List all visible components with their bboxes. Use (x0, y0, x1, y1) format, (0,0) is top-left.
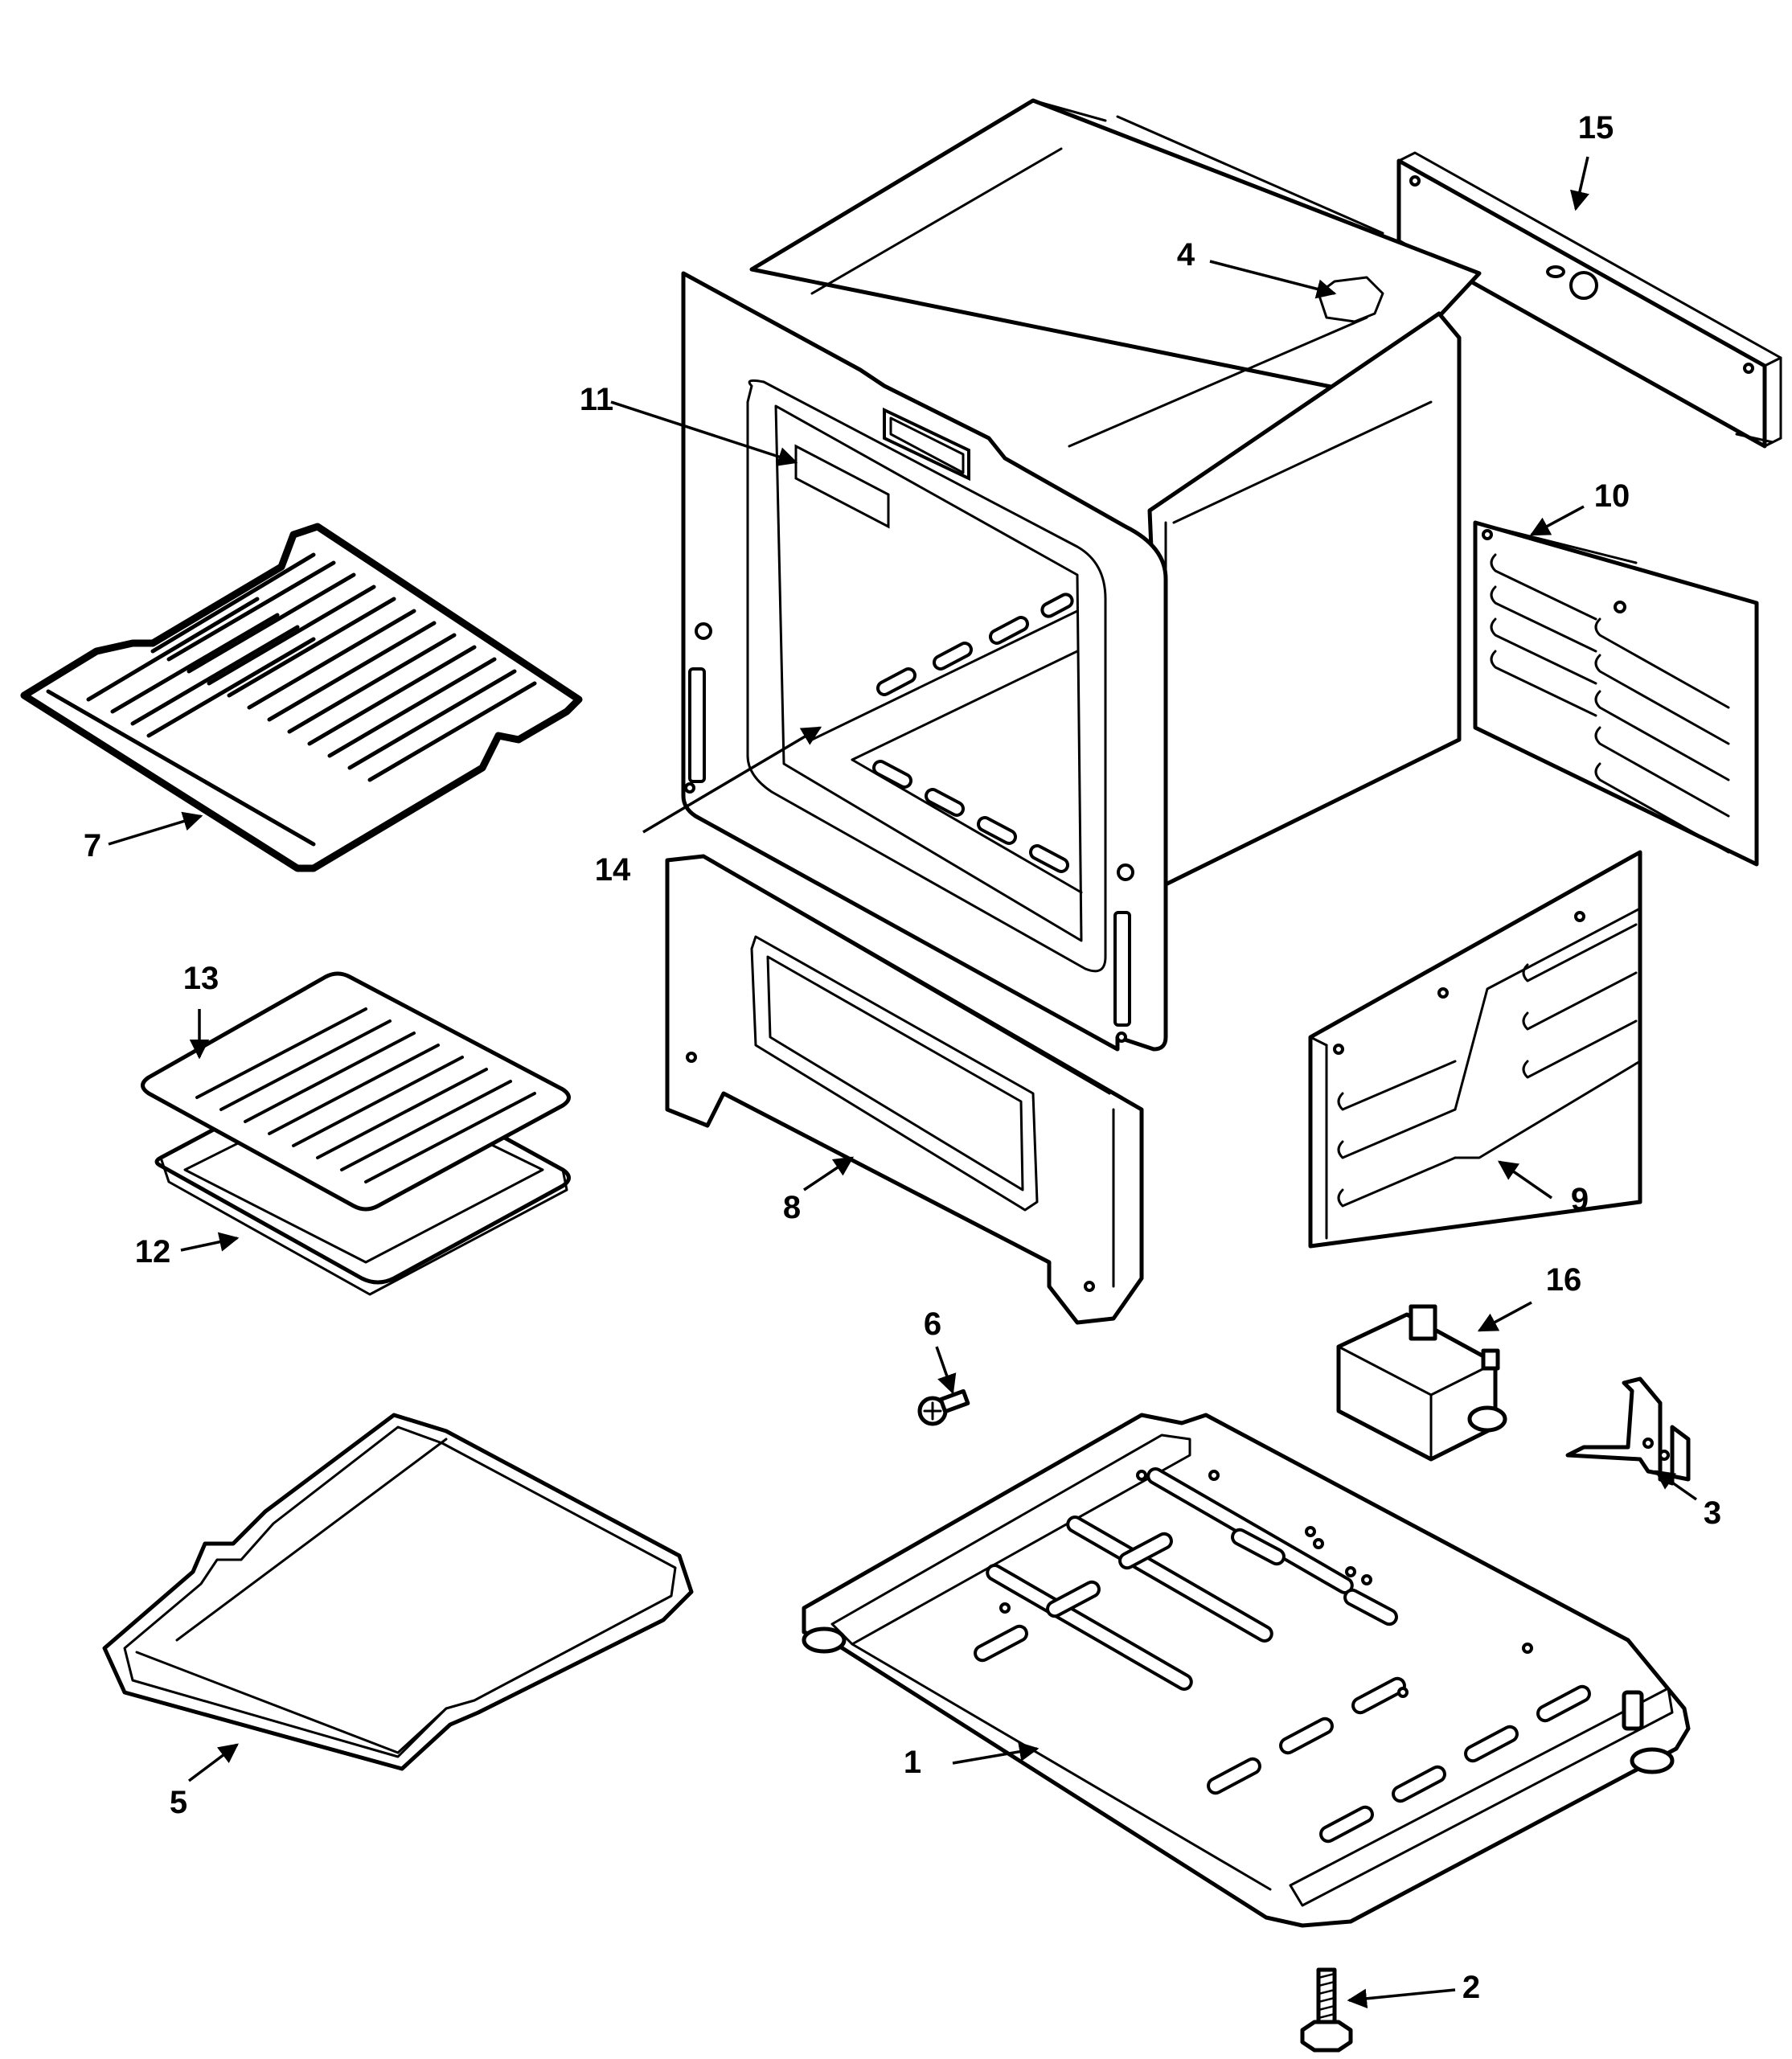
callout-4: 4 (1177, 237, 1195, 273)
callout-6: 6 (924, 1306, 941, 1342)
part-lower-front-panel (665, 854, 1144, 1325)
leader-lines (108, 156, 1698, 2009)
part-back-panel (1396, 151, 1782, 449)
part-broiler-insert (141, 971, 571, 1212)
callout-15: 15 (1578, 110, 1614, 146)
part-screw (917, 1388, 970, 1426)
part-relay (1336, 1304, 1507, 1462)
callout-labels: 1 2 3 4 5 6 7 8 9 10 11 12 13 14 15 16 (84, 110, 1721, 2005)
part-base-pan (802, 1413, 1691, 1928)
part-oven-cavity (681, 98, 1482, 1052)
callout-7: 7 (84, 828, 101, 863)
callout-5: 5 (170, 1785, 187, 1820)
callout-10: 10 (1594, 478, 1630, 514)
callout-14: 14 (595, 852, 631, 888)
part-bracket (1565, 1376, 1691, 1486)
part-drawer-liner (102, 1413, 694, 1771)
callout-12: 12 (135, 1234, 171, 1269)
callout-1: 1 (904, 1745, 921, 1780)
part-side-panel (1308, 850, 1642, 1249)
callout-3: 3 (1704, 1495, 1721, 1531)
callout-16: 16 (1546, 1262, 1582, 1298)
part-side-rack-guide (1473, 520, 1759, 867)
callout-11: 11 (580, 382, 613, 417)
callout-8: 8 (783, 1190, 801, 1225)
callout-9: 9 (1571, 1182, 1589, 1217)
part-oven-rack (20, 523, 583, 872)
callout-2: 2 (1462, 1970, 1480, 2005)
callout-13: 13 (183, 961, 219, 996)
part-leveling-leg (1300, 1967, 1353, 2053)
